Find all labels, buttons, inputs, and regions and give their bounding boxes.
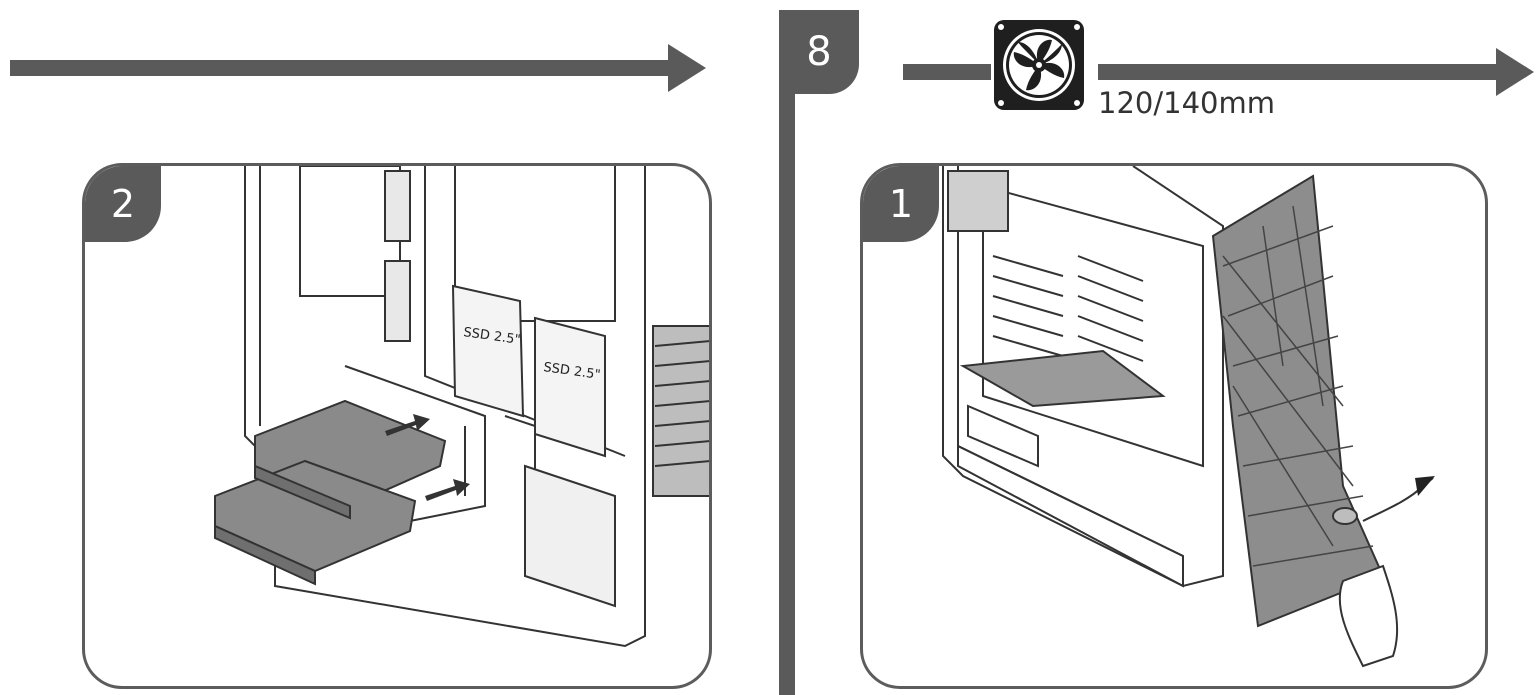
step-badge-top: 8 bbox=[779, 10, 859, 94]
front-panel-removal-illustration bbox=[942, 166, 1435, 668]
right-panel-step-badge: 1 bbox=[863, 166, 939, 242]
left-panel-step-badge: 2 bbox=[85, 166, 161, 242]
right-panel: 1 bbox=[860, 163, 1488, 689]
right-flow-arrow-bar-a bbox=[903, 64, 991, 80]
hdd-install-illustration: SSD 2.5" SSD 2.5" bbox=[214, 166, 709, 648]
left-flow-arrow-head bbox=[668, 44, 706, 92]
divider-line bbox=[779, 40, 795, 695]
right-flow-arrow-bar-b bbox=[1098, 64, 1498, 80]
fan-icon bbox=[992, 18, 1086, 112]
fan-size-label: 120/140mm bbox=[1098, 86, 1275, 120]
right-flow-arrow-head bbox=[1496, 48, 1534, 96]
left-panel: 2 bbox=[82, 163, 712, 689]
left-flow-arrow-bar bbox=[10, 60, 670, 76]
